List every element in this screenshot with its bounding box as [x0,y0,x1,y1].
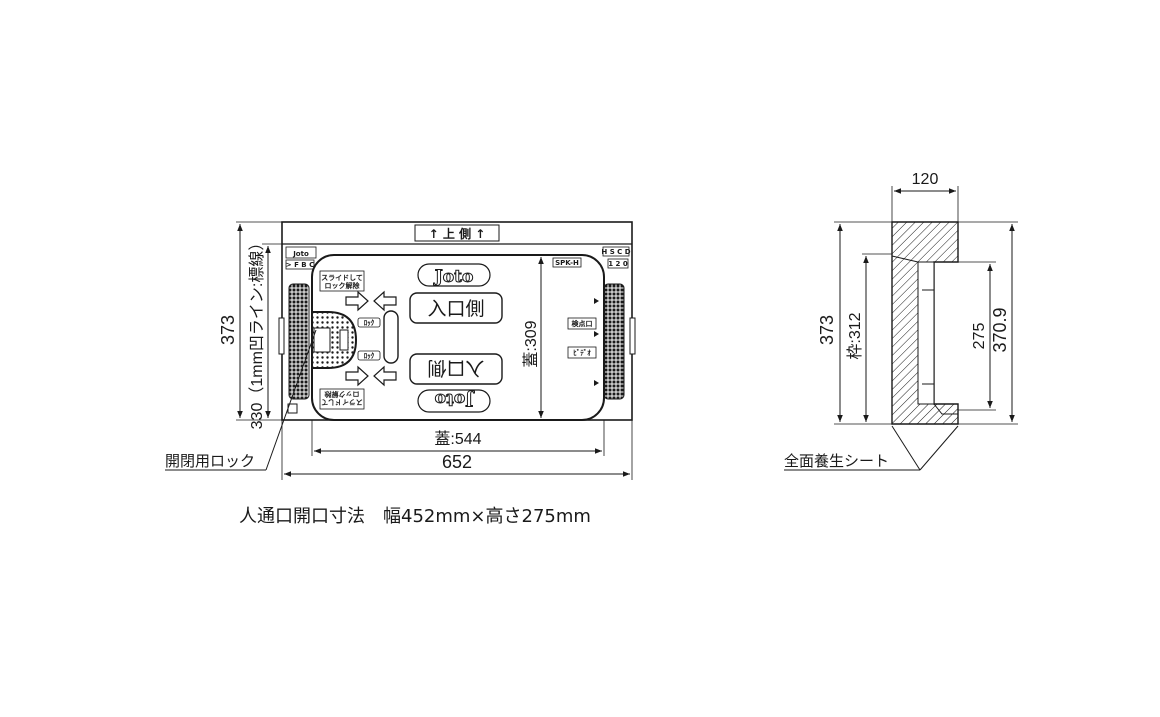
top-left-badge: Joto [292,250,309,258]
model-code: SPK-H [555,259,579,267]
direction-arrows [345,290,397,387]
sheet-callout: 全面養生シート [784,452,889,470]
dim-height-inner: 330（1mm凹ライン:標線） [248,235,266,430]
svg-text:Joto: Joto [435,389,476,409]
dim-side-height: 373 [817,315,837,345]
right-grip [603,283,625,400]
dim-height-outer: 373 [218,315,238,345]
lid-logo-top: Joto [433,267,474,287]
lock-callout: 開閉用ロック [165,452,255,470]
slide-lock-label-2: ロック解除 [325,281,361,290]
svg-text:ﾛｯｸ: ﾛｯｸ [364,319,375,327]
dim-opening: 275 [971,323,988,350]
dim-total-width: 652 [442,452,472,472]
front-view: ↑ 上 側 ↑ Joto > F B C H S C D 1 2 0 ﾛｯｸ ﾛ… [165,221,636,480]
dim-side-width: 120 [912,171,939,188]
left-grip [288,283,310,400]
inlet-label-top: 入口側 [427,298,484,320]
opening-caption: 人通口開口寸法 幅452mm×高さ275mm [239,506,591,527]
svg-text:入口側: 入口側 [427,357,484,379]
dim-lid-height: 蓋:309 [522,320,540,367]
sheet-callout-leader-1 [891,425,921,471]
lock-mechanism [311,311,358,369]
lock-callout-leader [265,329,317,471]
svg-text:スライドして: スライドして [321,398,363,406]
right-tag-1: 検点口 [572,319,593,328]
dim-frame: 枠:312 [846,312,864,359]
top-right-badge: H S C D [601,248,630,256]
top-side-label: ↑ 上 側 ↑ [429,226,486,241]
svg-text:ﾛｯｸ: ﾛｯｸ [364,352,375,360]
dim-lid-width: 蓋:544 [434,430,481,448]
right-tag-2: ﾋﾞﾃﾞｵ [573,348,591,357]
dim-inner: 370.9 [990,307,1010,352]
slide-lock-label-1: スライドして [321,274,363,282]
svg-text:ロック解除: ロック解除 [324,390,360,399]
top-right-sub: 1 2 0 [608,260,628,268]
side-view: 120 373 枠:312 275 370.9 全面養生シート [784,171,1018,471]
sheet-callout-leader-2 [919,425,959,471]
top-side-label-box [414,224,500,242]
top-left-sub: > F B C [286,261,314,269]
lid-slot [383,310,399,364]
